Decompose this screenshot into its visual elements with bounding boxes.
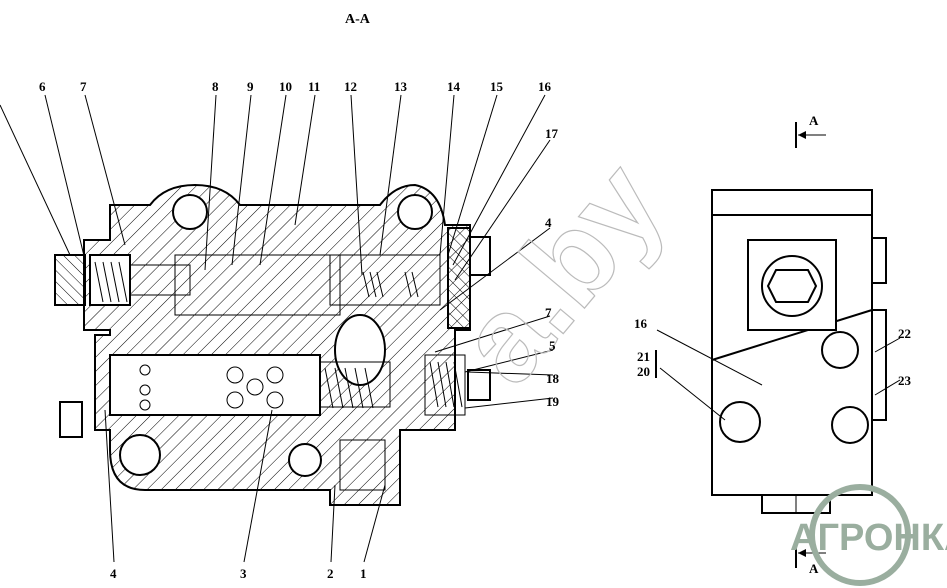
callout-8: 8 bbox=[212, 79, 219, 94]
callout-4: 4 bbox=[545, 215, 552, 230]
callout-19: 19 bbox=[546, 394, 560, 409]
side-callout-23: 23 bbox=[898, 373, 912, 388]
callout-17: 17 bbox=[545, 126, 559, 141]
section-mark-top: А bbox=[809, 113, 819, 128]
section-title: А-А bbox=[345, 12, 371, 27]
callout-15: 15 bbox=[490, 79, 504, 94]
side-callout-16: 16 bbox=[634, 316, 648, 331]
callout-2: 2 bbox=[327, 566, 334, 581]
side-callout-22: 22 bbox=[898, 326, 911, 341]
callout-14: 14 bbox=[447, 79, 461, 94]
agronka-logo: АГРОНКА bbox=[790, 484, 947, 586]
section-mark-bottom: А bbox=[809, 561, 819, 576]
callout-7b: 7 bbox=[545, 305, 552, 320]
valve-section bbox=[54, 183, 491, 506]
svg-text:АГРОНКА: АГРОНКА bbox=[790, 517, 947, 559]
side-callout-20: 20 bbox=[637, 364, 650, 379]
side-callout-21: 21 bbox=[637, 349, 650, 364]
callout-1: 1 bbox=[360, 566, 367, 581]
callout-5: 5 bbox=[549, 338, 556, 353]
side-view bbox=[655, 122, 901, 568]
leader-lines bbox=[0, 94, 554, 563]
callout-13: 13 bbox=[394, 79, 408, 94]
callout-10: 10 bbox=[279, 79, 292, 94]
callout-7: 7 bbox=[80, 79, 87, 94]
callout-11: 11 bbox=[308, 79, 320, 94]
callout-12: 12 bbox=[344, 79, 357, 94]
callout-3: 3 bbox=[240, 566, 247, 581]
callout-16: 16 bbox=[538, 79, 552, 94]
callout-18: 18 bbox=[546, 371, 560, 386]
callout-4b: 4 bbox=[110, 566, 117, 581]
callout-6: 6 bbox=[39, 79, 46, 94]
callout-9: 9 bbox=[247, 79, 254, 94]
